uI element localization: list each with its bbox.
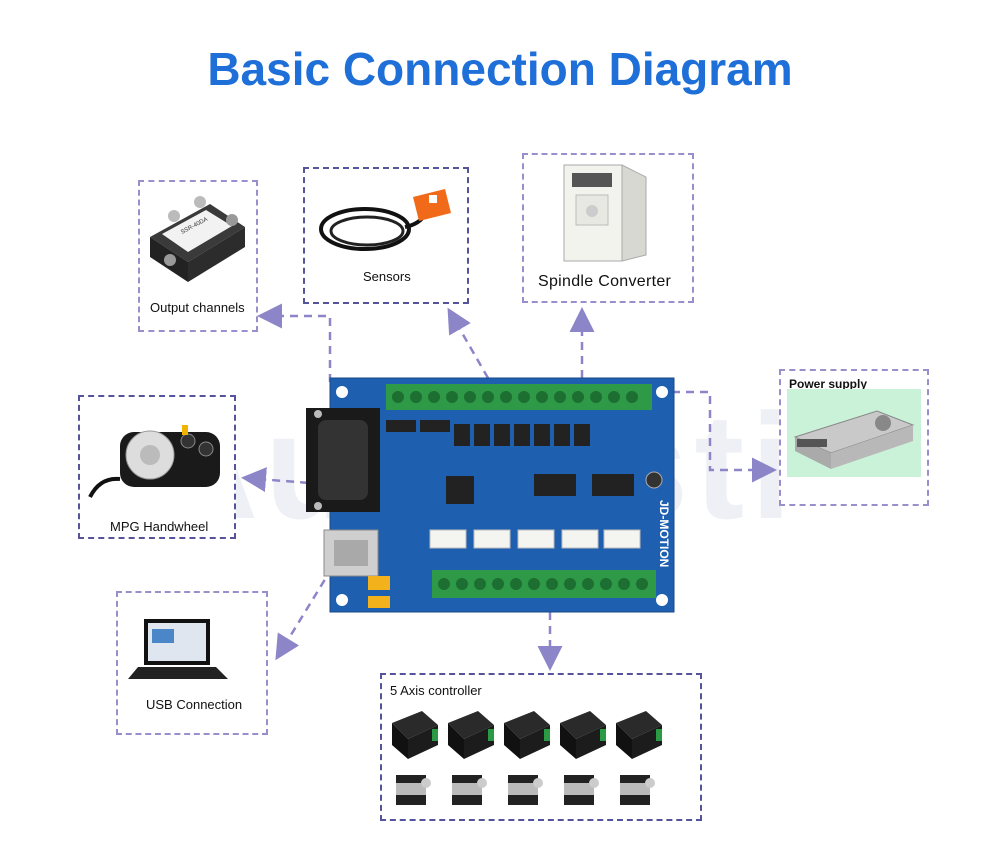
stepper-driver-icon <box>616 711 662 759</box>
stepper-driver-icon <box>504 711 550 759</box>
axis-connectors <box>429 529 641 549</box>
arrow-to-mpg-handwheel <box>241 467 323 493</box>
sensors-box: Sensors <box>303 167 469 304</box>
power-supply-label: Power supply <box>789 377 868 391</box>
stepper-motor-icon <box>452 775 487 805</box>
usb-connection-box: USB Connection <box>116 591 268 735</box>
ic-chips <box>386 420 634 504</box>
power-supply-image <box>787 389 921 477</box>
vfd-inverter-image <box>563 164 647 262</box>
usb-port <box>323 529 379 577</box>
stepper-motor-icon <box>620 775 655 805</box>
arrow-to-output-channels <box>257 303 332 382</box>
page-title: Basic Connection Diagram <box>207 43 793 95</box>
stepper-motor-icon <box>508 775 543 805</box>
mpg-handwheel-image <box>88 425 220 498</box>
usb-connection-label: USB Connection <box>146 697 243 712</box>
top-terminal-block <box>386 384 652 410</box>
laptop-image <box>128 619 228 679</box>
proximity-sensor-image <box>319 189 451 251</box>
bottom-terminal-block <box>432 570 656 598</box>
stepper-motor-icon <box>396 775 431 805</box>
stepper-driver-icon <box>448 711 494 759</box>
mpg-handwheel-box: MPG Handwheel <box>78 395 236 539</box>
sensors-label: Sensors <box>363 269 411 284</box>
arrow-to-sensors <box>447 307 490 379</box>
board-brand-text: JD-MOTION <box>657 500 671 567</box>
db15-connector <box>306 408 380 512</box>
solid-state-relay-image: SSR-40DA <box>150 196 245 282</box>
power-supply-box: Power supply <box>779 369 929 506</box>
stepper-motor-icon <box>564 775 599 805</box>
output-channels-label: Output channels <box>150 300 245 315</box>
stepper-driver-icon <box>560 711 606 759</box>
arrow-to-usb-connection <box>275 567 334 661</box>
arrow-to-power-supply <box>672 390 777 483</box>
spindle-converter-label: Spindle Converter <box>538 273 672 290</box>
mpg-handwheel-label: MPG Handwheel <box>110 519 209 534</box>
output-channels-box: SSR-40DA Output channels <box>138 180 258 332</box>
axis-controller-box: 5 Axis controller <box>380 673 702 821</box>
axis-controller-label: 5 Axis controller <box>390 683 482 698</box>
spindle-converter-box: Spindle Converter <box>522 153 694 303</box>
drivers-and-motors-image <box>392 711 662 805</box>
stepper-driver-icon <box>392 711 438 759</box>
